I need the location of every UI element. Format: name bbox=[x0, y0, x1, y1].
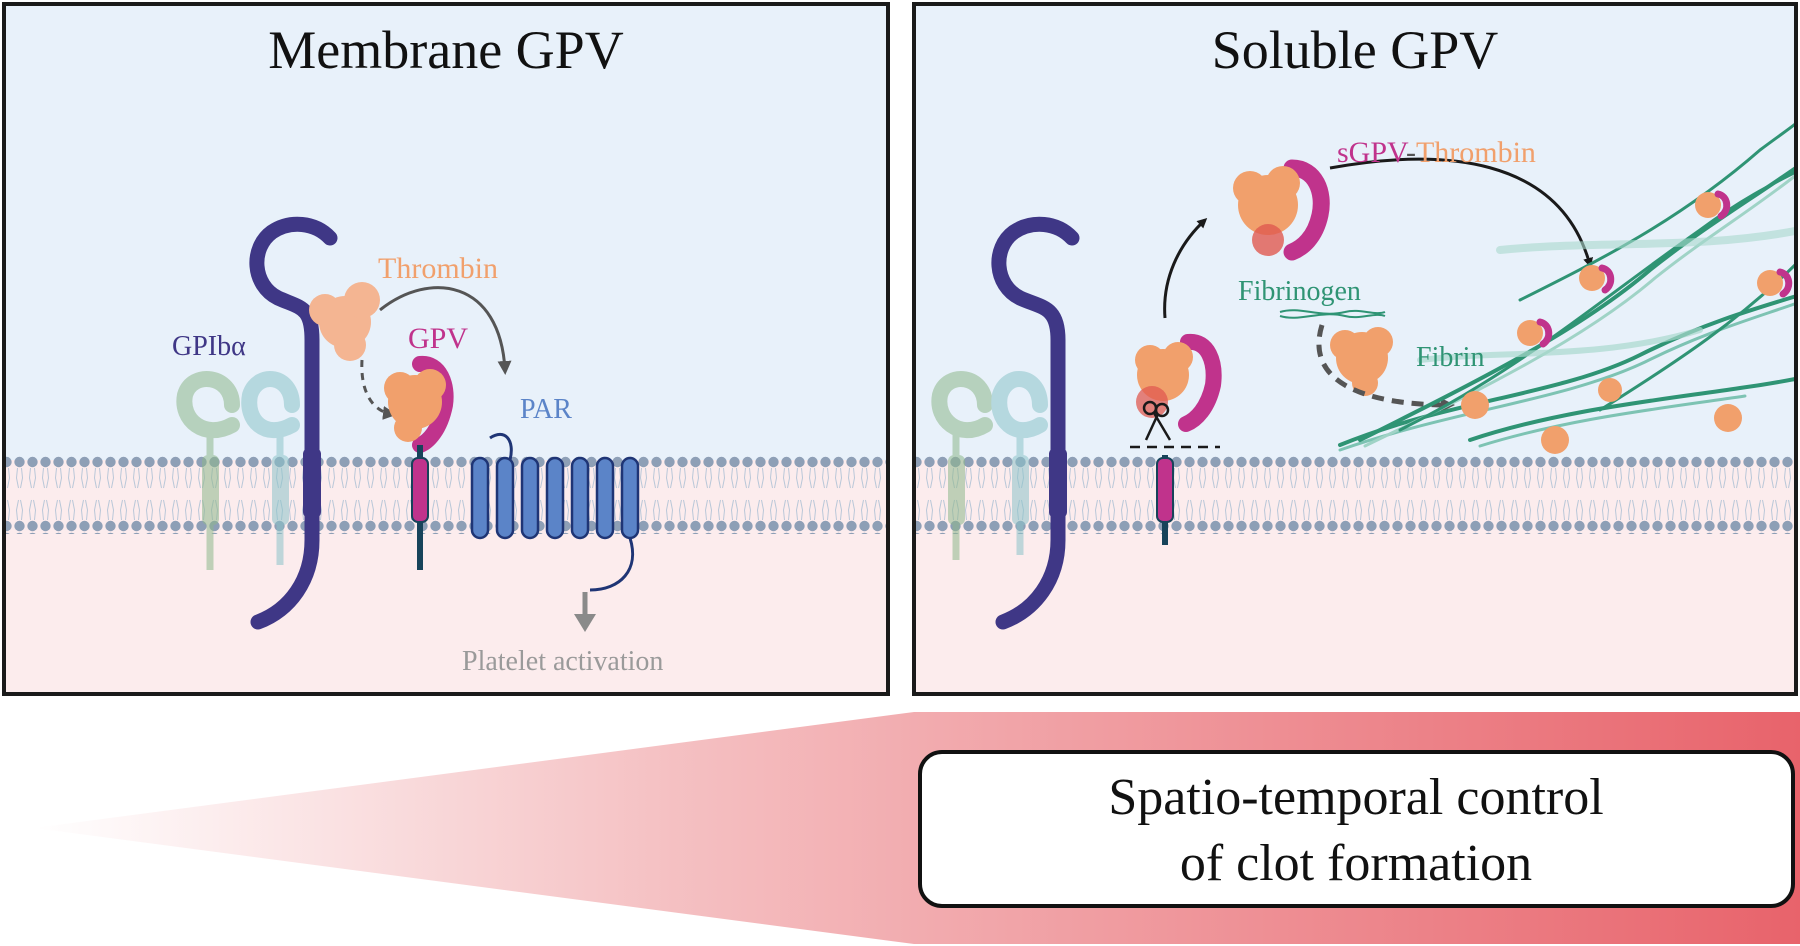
fibrin-label: Fibrin bbox=[1416, 342, 1484, 373]
sgpv-label: sGPV bbox=[1337, 136, 1409, 169]
fibrinogen-to-fibrin-arrow bbox=[1316, 324, 1455, 412]
thrombin-to-par-arrow bbox=[379, 286, 512, 375]
gpiba-label: GPIbα bbox=[172, 331, 246, 362]
thrombin-label-right: Thrombin bbox=[1416, 136, 1536, 169]
complex-to-fibrin-arrow bbox=[1329, 157, 1593, 268]
thrombin-label: Thrombin bbox=[378, 252, 498, 285]
right-panel-frame bbox=[912, 2, 1798, 696]
gpib-complex-faded-icon bbox=[176, 371, 300, 570]
scissors-icon bbox=[1142, 400, 1172, 441]
gpv-receptor-icon bbox=[384, 355, 454, 570]
thrombin-to-gpv-arrow bbox=[360, 359, 397, 420]
lipid-bilayer-right bbox=[914, 456, 1796, 534]
release-arrow bbox=[1163, 217, 1208, 319]
free-thrombin-icon bbox=[1330, 327, 1393, 396]
membrane-gpv-title: Membrane GPV bbox=[268, 20, 623, 80]
banner-box bbox=[918, 750, 1795, 908]
par-receptor-icon bbox=[470, 432, 640, 632]
gpv-label: GPV bbox=[408, 322, 468, 355]
sgpv-thrombin-complex-icon bbox=[1233, 159, 1330, 261]
par-label: PAR bbox=[520, 394, 572, 425]
gpib-complex-faded-icon-right bbox=[931, 371, 1048, 560]
fibrinogen-label: Fibrinogen bbox=[1238, 276, 1361, 307]
soluble-gpv-title: Soluble GPV bbox=[1212, 20, 1499, 80]
banner-line-1: Spatio-temporal control bbox=[1108, 769, 1603, 826]
thrombin-molecule-icon bbox=[309, 282, 380, 361]
left-panel-frame bbox=[2, 2, 890, 696]
gpiba-receptor-icon-right bbox=[991, 216, 1080, 630]
platelet-activation-label: Platelet activation bbox=[462, 646, 663, 677]
sgpv-thrombin-label: sGPV-Thrombin bbox=[1337, 136, 1536, 169]
fibrinogen-icon bbox=[1279, 309, 1386, 319]
membrane-gpv-panel: Thrombin GPV GPIbα PAR Platelet activati… bbox=[2, 2, 890, 696]
sgpv-dash: - bbox=[1406, 136, 1416, 169]
gpiba-receptor-icon bbox=[249, 216, 338, 630]
soluble-gpv-panel: sGPV-Thrombin Fibrinogen Fibrin Soluble … bbox=[912, 2, 1798, 696]
lipid-bilayer bbox=[4, 456, 888, 534]
banner-line-2: of clot formation bbox=[1180, 835, 1532, 892]
fibrin-bound-thrombin-icons bbox=[1461, 190, 1793, 454]
